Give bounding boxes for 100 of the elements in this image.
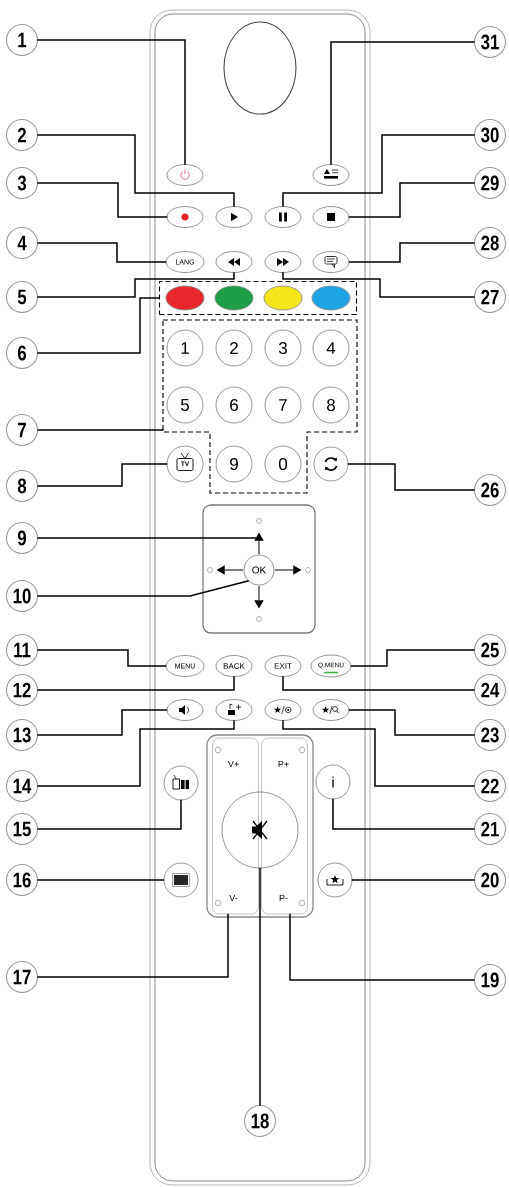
leader-line	[330, 41, 475, 165]
exit-button: EXIT	[264, 655, 302, 677]
leader-line	[37, 649, 167, 667]
leader-line	[37, 720, 235, 787]
media-button	[215, 699, 253, 721]
refresh-button	[313, 446, 349, 482]
dashed-frame	[158, 280, 358, 316]
callout-number: 3	[5, 166, 39, 200]
leader-line	[37, 580, 249, 597]
leader-line	[37, 537, 257, 539]
info-button: i	[315, 764, 351, 800]
callout-number: 7	[5, 413, 39, 447]
function-button	[214, 285, 254, 311]
power-button	[166, 164, 204, 186]
leader-line	[37, 242, 167, 263]
navigation-pad	[202, 504, 316, 634]
callout-number: 9	[5, 521, 39, 555]
stop-button	[312, 206, 350, 228]
callout-number: 28	[473, 226, 507, 260]
number-button: 6	[215, 386, 253, 424]
subtitle-button	[312, 251, 350, 273]
leader-line	[259, 867, 261, 1106]
callout-number: 2	[5, 118, 39, 152]
callout-number: 19	[473, 963, 507, 997]
callout-number: 11	[5, 633, 39, 667]
ok-button: OK	[243, 554, 275, 586]
leader-line	[289, 913, 475, 981]
play-button	[215, 206, 253, 228]
callout-number: 27	[473, 280, 507, 314]
callout-number: 21	[473, 812, 507, 846]
number-button: 9	[215, 445, 253, 483]
number-button: 1	[166, 329, 204, 367]
leader-line	[37, 913, 229, 978]
callout-number: 4	[5, 226, 39, 260]
back-button: BACK	[215, 655, 253, 677]
screen-button	[163, 862, 199, 898]
callout-number: 1	[5, 23, 39, 57]
number-button: 7	[264, 386, 302, 424]
leader-line	[348, 182, 475, 218]
callout-number: 22	[473, 769, 507, 803]
callout-number: 12	[5, 673, 39, 707]
fast-forward-button	[264, 251, 302, 273]
leader-line	[282, 676, 475, 691]
leader-line	[37, 879, 165, 881]
callout-number: 14	[5, 769, 39, 803]
number-button: 5	[166, 386, 204, 424]
leader-line	[37, 799, 182, 830]
leader-line	[37, 134, 235, 207]
leader-line	[37, 272, 235, 298]
volume-rocker: V+ V-	[212, 737, 259, 915]
leader-line	[282, 720, 475, 787]
leader-line	[351, 879, 475, 881]
callout-number: 29	[473, 166, 507, 200]
callout-number: 31	[473, 25, 507, 59]
leader-line	[350, 649, 475, 667]
callout-number: 20	[473, 863, 507, 897]
callout-number: 24	[473, 673, 507, 707]
callout-number: 18	[243, 1104, 277, 1138]
callout-number: 6	[5, 336, 39, 370]
number-button: 4	[312, 329, 350, 367]
dashed-frame	[162, 319, 358, 494]
callout-number: 23	[473, 718, 507, 752]
number-button: 8	[312, 386, 350, 424]
callout-number: 16	[5, 863, 39, 897]
callout-number: 17	[5, 960, 39, 994]
leader-line	[348, 709, 475, 736]
leader-line	[282, 272, 475, 298]
leader-line	[348, 242, 475, 263]
function-button	[311, 285, 351, 311]
mute-button	[221, 791, 299, 869]
callout-number: 15	[5, 812, 39, 846]
leader-line	[37, 429, 164, 431]
star-circle-button	[264, 699, 302, 721]
right-arrow-button	[274, 565, 302, 575]
callout-number: 26	[473, 473, 507, 507]
speaker-button	[166, 699, 204, 721]
callout-number: 13	[5, 718, 39, 752]
star-box-button	[317, 862, 353, 898]
tv-book-button	[163, 765, 199, 801]
callout-number: 8	[5, 469, 39, 503]
teletext-button	[312, 164, 350, 186]
number-button: 2	[215, 329, 253, 367]
leader-line	[37, 676, 235, 691]
leader-line	[37, 297, 160, 354]
leader-line	[282, 134, 475, 207]
leader-line	[37, 709, 168, 736]
star-search-button	[312, 699, 350, 721]
programme-rocker: P+ P-	[261, 737, 308, 915]
callout-number: 10	[5, 579, 39, 613]
callout-number: 25	[473, 633, 507, 667]
leader-line	[347, 463, 475, 491]
record-button	[166, 206, 204, 228]
leader-line	[37, 39, 186, 165]
rocker-frame	[206, 734, 314, 918]
leader-line	[37, 463, 168, 487]
down-arrow-button	[254, 585, 264, 609]
number-button: 3	[264, 329, 302, 367]
left-arrow-button	[216, 565, 244, 575]
up-arrow-button	[254, 532, 264, 555]
leader-line	[37, 182, 168, 218]
